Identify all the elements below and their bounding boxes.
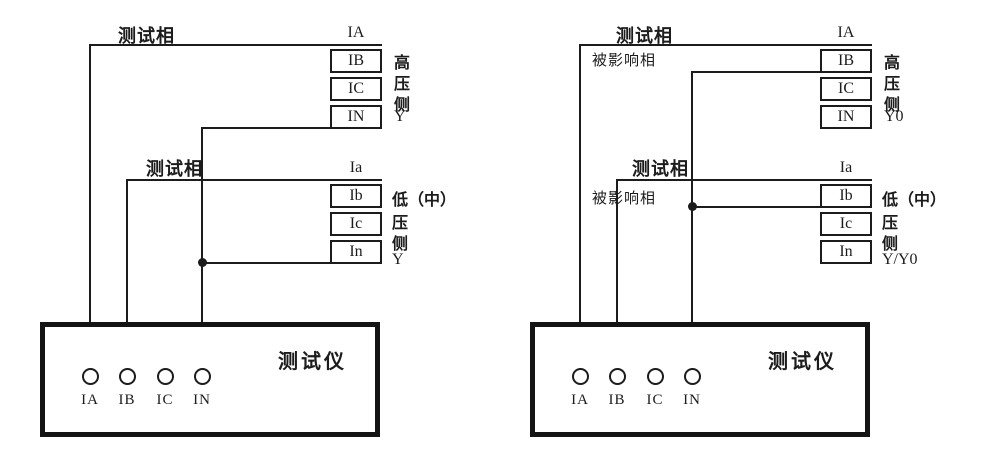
right-affected-phase-top-label: 被影响相 [592,52,657,69]
left-hv-terminal-in: IN [330,105,382,129]
right-lv-side-label-3: 侧 [882,236,899,253]
left-tester-terminal-ib-circle [119,368,136,385]
left-wire-in-high-horizontal [202,127,330,129]
left-wire-neutral-vertical [201,127,203,368]
left-wire-ia-vertical [89,44,91,368]
right-hv-side-label-3: 侧 [884,97,901,114]
left-wire-ia-horizontal [89,44,382,46]
right-hv-winding-type-label: Y0 [884,108,904,125]
right-wire-ia-horizontal [579,44,872,46]
right-test-phase-bottom-label: 测试相 [632,159,689,179]
right-wire-ia-low-vertical [616,179,618,368]
right-lv-terminal-in: In [820,240,872,264]
left-tester-terminal-ic-circle [157,368,174,385]
right-lv-terminal-ib: Ib [820,184,872,208]
right-lv-winding-type-label: Y/Y0 [882,251,918,268]
left-tester-terminal-in-circle [194,368,211,385]
left-tester-terminal-ia-label: IA [81,392,99,408]
right-hv-terminal-ia: IA [837,24,855,41]
right-hv-terminal-in: IN [820,105,872,129]
right-wire-ia-low-horizontal [616,179,872,181]
right-tester-terminal-ib-circle [609,368,626,385]
left-lv-side-label-3: 侧 [392,236,409,253]
right-wire-ib-high-horizontal [692,71,820,73]
left-test-phase-top-label: 测试相 [118,26,175,46]
right-lv-side-label-1: 低（中） [882,192,947,209]
left-lv-terminal-ib: Ib [330,184,382,208]
left-lv-terminal-ic: Ic [330,212,382,236]
left-tester-name: 测试仪 [278,351,347,373]
right-lv-terminal-ic: Ic [820,212,872,236]
left-wire-in-low-horizontal [202,262,330,264]
right-hv-terminal-ib: IB [820,49,872,73]
left-wire-ia-low-vertical [126,179,128,368]
right-affected-phase-bottom-label: 被影响相 [592,190,657,207]
right-tester-name: 测试仪 [768,351,837,373]
left-lv-side-label-1: 低（中） [392,192,457,209]
left-hv-side-label-1: 高 [394,55,411,72]
left-hv-terminal-ib: IB [330,49,382,73]
left-tester-terminal-ia-circle [82,368,99,385]
right-tester-terminal-in-circle [684,368,701,385]
left-test-phase-bottom-label: 测试相 [146,159,203,179]
right-tester-terminal-in-label: IN [683,392,701,408]
right-test-phase-top-label: 测试相 [616,26,673,46]
left-tester-terminal-ic-label: IC [156,392,174,408]
left-wire-ia-low-horizontal [126,179,382,181]
left-lv-winding-type-label: Y [392,251,404,268]
right-tester-terminal-ic-label: IC [646,392,664,408]
left-tester-terminal-in-label: IN [193,392,211,408]
right-hv-side-label-2: 压 [884,76,901,93]
left-hv-side-label-2: 压 [394,76,411,93]
left-hv-terminal-ic: IC [330,77,382,101]
right-wire-ib-low-horizontal [692,206,820,208]
right-tester-terminal-ia-label: IA [571,392,589,408]
right-junction-dot [688,202,697,211]
left-lv-terminal-ia: Ia [349,159,363,176]
left-hv-side-label-3: 侧 [394,97,411,114]
right-tester-terminal-ib-label: IB [608,392,626,408]
left-hv-terminal-ia: IA [347,24,365,41]
left-lv-terminal-in: In [330,240,382,264]
right-tester-terminal-ia-circle [572,368,589,385]
left-junction-dot [198,258,207,267]
right-hv-terminal-ic: IC [820,77,872,101]
left-tester-terminal-ib-label: IB [118,392,136,408]
right-lv-terminal-ia: Ia [839,159,853,176]
right-hv-side-label-1: 高 [884,55,901,72]
right-wire-ia-vertical [579,44,581,368]
left-lv-side-label-2: 压 [392,215,409,232]
right-lv-side-label-2: 压 [882,215,899,232]
right-tester-terminal-ic-circle [647,368,664,385]
left-hv-winding-type-label: Y [394,108,406,125]
right-wire-affected-vertical [691,71,693,368]
